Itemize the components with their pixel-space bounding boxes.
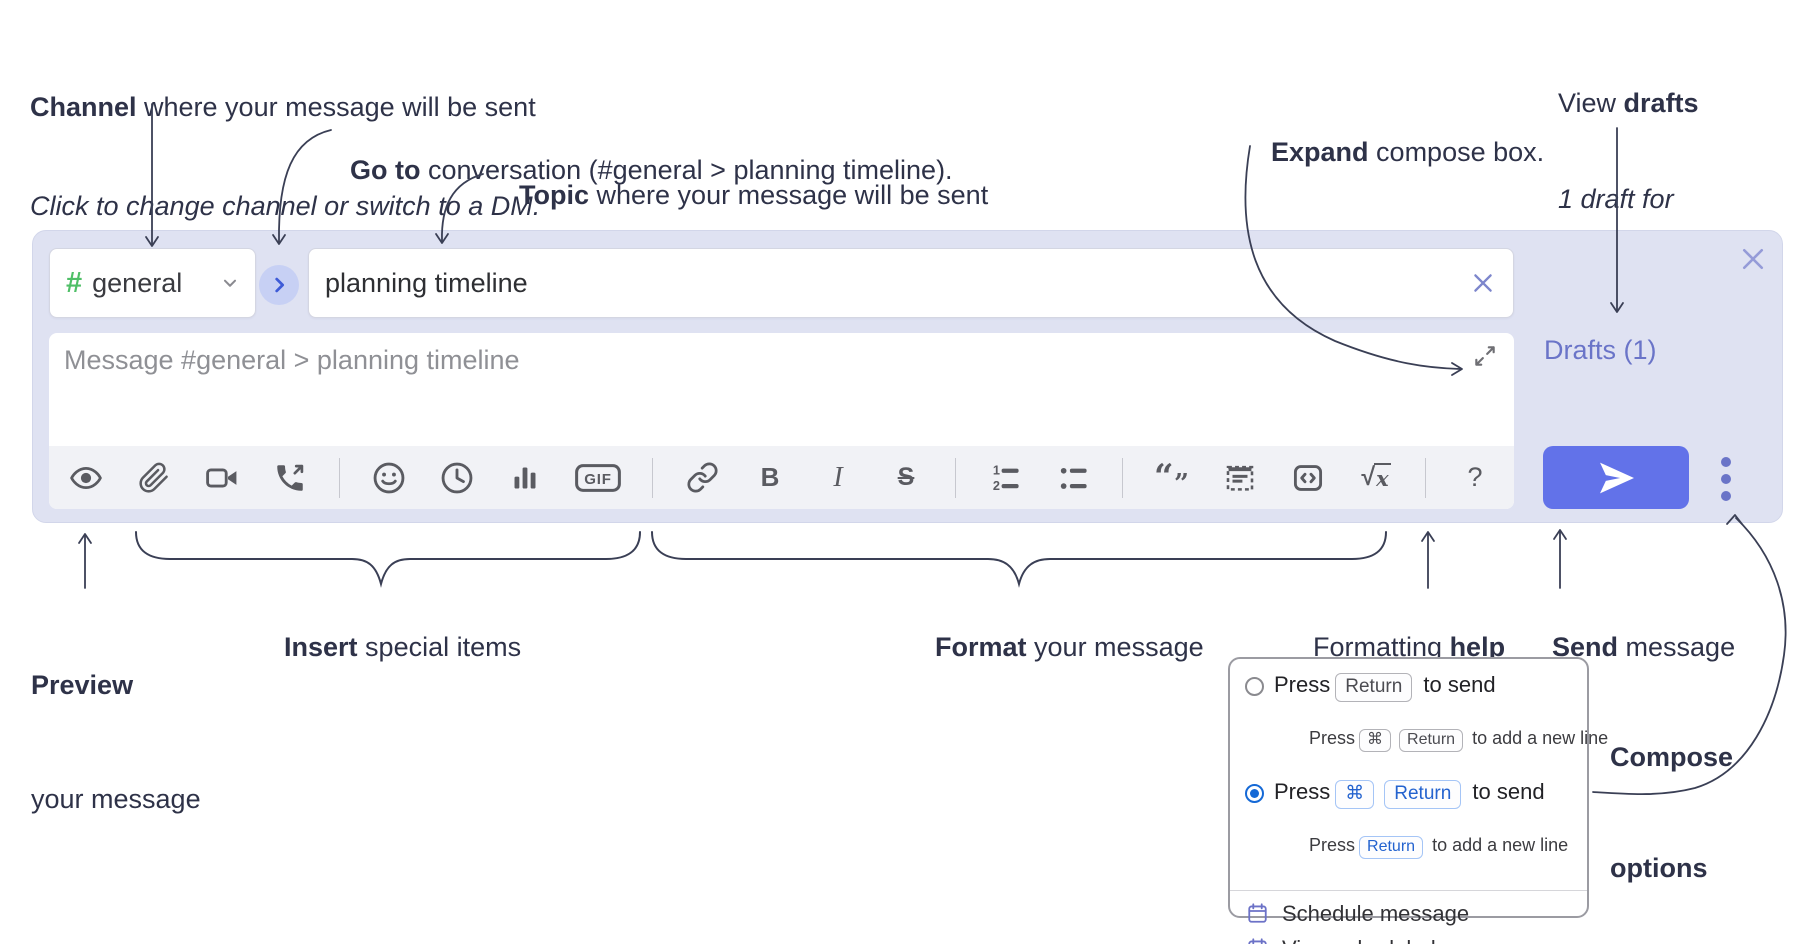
global-time-button[interactable] xyxy=(438,459,476,497)
bulleted-list-icon xyxy=(1060,467,1087,489)
schedule-message-item[interactable]: Schedule message xyxy=(1230,897,1587,932)
svg-text:2: 2 xyxy=(993,477,1000,492)
chevron-down-icon xyxy=(223,279,237,287)
channel-selector[interactable]: # general xyxy=(49,248,256,318)
toolbar-divider xyxy=(1122,457,1123,498)
enter-sends-option-hint: Press⌘Return to add a new line xyxy=(1230,702,1608,775)
gif-icon: GIF xyxy=(575,463,621,492)
topic-annotation: Topic where your message will be sent xyxy=(519,180,989,210)
goto-annotation: Go to conversation (#general > planning … xyxy=(350,155,953,185)
bar-chart-icon xyxy=(514,467,536,488)
expand-diagonal-icon xyxy=(1475,346,1495,366)
italic-icon: I xyxy=(833,461,843,493)
numbered-list-button[interactable]: 1 2 xyxy=(986,459,1024,497)
attach-file-button[interactable] xyxy=(135,459,173,497)
eye-icon xyxy=(70,466,102,489)
format-label: Format your message xyxy=(935,632,1204,662)
bold-icon: B xyxy=(760,462,780,492)
strikethrough-button[interactable]: S xyxy=(887,459,925,497)
phone-call-icon xyxy=(277,464,304,491)
bulleted-list-button[interactable] xyxy=(1054,459,1092,497)
go-to-conversation-button[interactable] xyxy=(259,265,299,305)
question-mark-icon: ? xyxy=(1467,462,1483,492)
kebab-dot xyxy=(1721,491,1731,501)
topic-input[interactable] xyxy=(308,248,1514,318)
toolbar-divider xyxy=(652,457,653,498)
kebab-dot xyxy=(1721,457,1731,467)
compose-options-menu-button[interactable] xyxy=(1709,453,1743,505)
calendar-icon xyxy=(1248,903,1267,923)
close-icon xyxy=(1742,248,1764,270)
clear-topic-button[interactable] xyxy=(1463,265,1503,301)
message-placeholder: Message #general > planning timeline xyxy=(64,345,520,375)
svg-text:GIF: GIF xyxy=(584,471,611,488)
emoji-button[interactable] xyxy=(370,459,408,497)
smiley-icon xyxy=(373,462,405,493)
spoiler-button[interactable] xyxy=(1221,459,1259,497)
popup-divider xyxy=(1230,889,1587,891)
close-compose-button[interactable] xyxy=(1735,243,1771,275)
chevron-right-icon xyxy=(275,277,285,293)
quote-button[interactable]: “” xyxy=(1153,456,1191,499)
video-camera-icon xyxy=(206,467,237,488)
bold-button[interactable]: B xyxy=(751,459,789,497)
italic-button[interactable]: I xyxy=(819,459,857,497)
expand-compose-button[interactable] xyxy=(1472,343,1500,371)
math-icon: √x xyxy=(1361,463,1391,491)
send-button[interactable] xyxy=(1543,446,1689,509)
channel-hash-icon: # xyxy=(66,266,83,299)
preview-label: Preview your message xyxy=(31,670,201,814)
cmd-enter-sends-option[interactable]: Press⌘Return to send xyxy=(1230,775,1587,809)
insert-label: Insert special items xyxy=(284,632,522,662)
drafts-link[interactable]: Drafts (1) xyxy=(1544,335,1657,365)
strikethrough-icon: S xyxy=(897,463,915,491)
calendar-grid-icon xyxy=(1248,938,1267,944)
send-paper-plane-icon xyxy=(1600,462,1634,493)
radio-unselected[interactable] xyxy=(1245,677,1264,697)
preview-button[interactable] xyxy=(67,459,105,497)
video-call-button[interactable] xyxy=(203,459,241,497)
quote-icon: “” xyxy=(1154,456,1189,499)
compose-box-panel: # general Message #general > planning ti… xyxy=(32,230,1783,523)
channel-name: general xyxy=(92,267,183,298)
poll-button[interactable] xyxy=(506,459,544,497)
radio-selected[interactable] xyxy=(1245,784,1264,804)
numbered-list-icon: 1 2 xyxy=(993,462,1019,492)
kebab-dot xyxy=(1721,474,1731,484)
view-scheduled-messages-item[interactable]: View scheduled messages xyxy=(1230,932,1587,944)
clock-icon xyxy=(441,462,473,493)
gif-button[interactable]: GIF xyxy=(574,459,622,497)
code-button[interactable] xyxy=(1289,459,1327,497)
message-input-area[interactable]: Message #general > planning timeline xyxy=(49,333,1514,509)
code-icon xyxy=(1293,464,1323,491)
message-formatting-help-button[interactable]: ? xyxy=(1456,459,1494,497)
math-button[interactable]: √x xyxy=(1357,459,1395,497)
link-icon xyxy=(687,462,717,493)
paperclip-icon xyxy=(139,462,168,493)
insert-link-button[interactable] xyxy=(683,459,721,497)
svg-text:1: 1 xyxy=(993,462,1000,477)
spoiler-icon xyxy=(1226,465,1254,491)
close-icon xyxy=(1474,274,1492,292)
expand-annotation: Expand compose box. xyxy=(1271,137,1545,167)
compose-options-label: Compose options menu xyxy=(1610,742,1734,883)
toolbar-divider xyxy=(955,457,956,498)
toolbar-divider xyxy=(339,457,340,498)
audio-call-button[interactable] xyxy=(271,459,309,497)
toolbar-divider xyxy=(1425,457,1426,498)
compose-toolbar: GIF B I S xyxy=(49,446,1514,509)
